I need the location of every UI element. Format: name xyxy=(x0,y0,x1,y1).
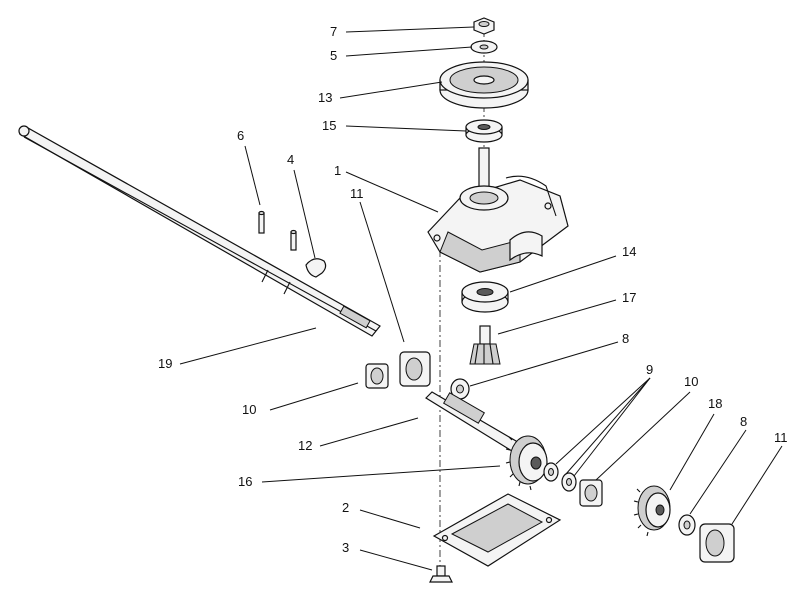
hex-nut[interactable] xyxy=(473,17,495,35)
callout-10-right: 10 xyxy=(684,374,698,389)
bearing[interactable] xyxy=(461,281,509,313)
bushing-11-left[interactable] xyxy=(399,351,431,387)
leader-lines xyxy=(179,26,783,571)
axle-shaft[interactable] xyxy=(18,125,381,337)
callout-17: 17 xyxy=(622,290,636,305)
callout-15: 15 xyxy=(322,118,336,133)
drive-gear[interactable] xyxy=(633,485,671,537)
callout-14: 14 xyxy=(622,244,636,259)
cover-plate[interactable] xyxy=(432,493,562,567)
cap-screw[interactable] xyxy=(429,565,453,583)
washer-8-upper[interactable] xyxy=(450,378,470,400)
callout-3: 3 xyxy=(342,540,349,555)
callout-12: 12 xyxy=(298,438,312,453)
callout-labels: 7 5 13 15 6 4 1 11 14 17 19 8 9 10 10 12… xyxy=(158,24,788,555)
callout-4: 4 xyxy=(287,152,294,167)
callout-18: 18 xyxy=(708,396,722,411)
roll-pin-4[interactable] xyxy=(290,229,297,251)
pinion-gear[interactable] xyxy=(469,325,501,365)
callout-10-left: 10 xyxy=(242,402,256,417)
callout-13: 13 xyxy=(318,90,332,105)
washer-9-b[interactable] xyxy=(561,472,577,492)
pulley[interactable] xyxy=(439,61,529,109)
callout-11-lower: 11 xyxy=(774,430,788,445)
callout-7: 7 xyxy=(330,24,337,39)
washer-9-a[interactable] xyxy=(543,462,559,482)
callout-2: 2 xyxy=(342,500,349,515)
callout-8-lower: 8 xyxy=(740,414,747,429)
callout-1: 1 xyxy=(334,163,341,178)
key-clip[interactable] xyxy=(305,258,327,278)
gear-housing[interactable] xyxy=(427,147,569,273)
washer-8-lower[interactable] xyxy=(678,514,696,536)
bushing-11-right[interactable] xyxy=(699,523,735,563)
callout-19: 19 xyxy=(158,356,172,371)
callout-8-upper: 8 xyxy=(622,331,629,346)
callout-6: 6 xyxy=(237,128,244,143)
main-gear[interactable] xyxy=(505,435,548,491)
callout-5: 5 xyxy=(330,48,337,63)
bushing-10-right[interactable] xyxy=(579,479,603,507)
callout-16: 16 xyxy=(238,474,252,489)
callout-11-upper: 11 xyxy=(350,186,364,201)
bushing-10-left[interactable] xyxy=(365,363,389,389)
spacer[interactable] xyxy=(465,119,503,143)
roll-pin-6[interactable] xyxy=(258,210,265,234)
callout-9: 9 xyxy=(646,362,653,377)
washer-5[interactable] xyxy=(470,40,498,54)
